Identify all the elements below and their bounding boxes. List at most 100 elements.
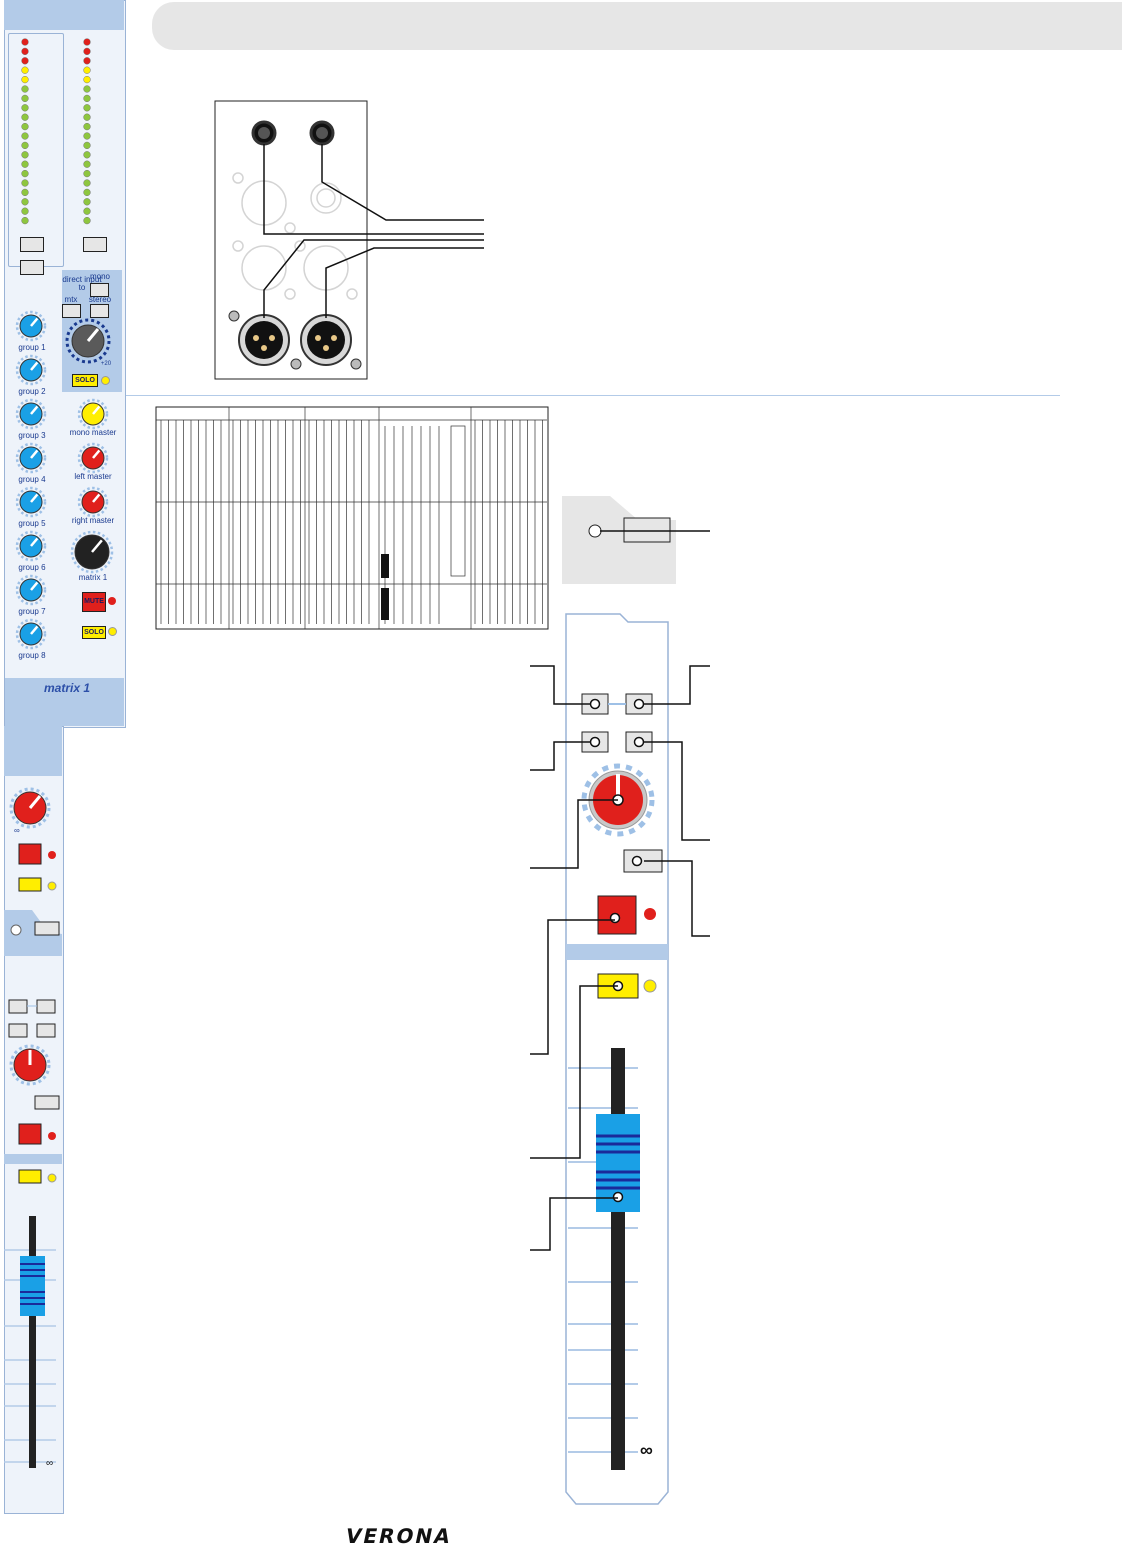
- group-3-knob[interactable]: [15, 398, 47, 430]
- group-7-knob[interactable]: [15, 574, 47, 606]
- divider-line: [124, 395, 1060, 396]
- meter-led: [83, 188, 91, 197]
- right-master-knob[interactable]: [77, 486, 109, 518]
- meter-led: [21, 132, 29, 140]
- meter-led: [83, 141, 91, 150]
- mtx-label: mtx: [64, 295, 78, 304]
- stereo-label: stereo: [88, 295, 112, 304]
- matrix-level-knob[interactable]: [70, 530, 114, 574]
- group-4-label: group 4: [18, 475, 46, 484]
- meter-led: [83, 132, 91, 140]
- meter-led: [21, 66, 29, 74]
- strip-header: [4, 0, 124, 30]
- channel-title-band: [5, 678, 124, 726]
- meter-led: [21, 94, 29, 103]
- group-5-knob[interactable]: [15, 486, 47, 518]
- tab-callout: [562, 496, 710, 584]
- meter-led: [83, 66, 91, 74]
- header-bar: [152, 2, 1122, 50]
- group-4-knob[interactable]: [15, 442, 47, 474]
- group-1-label: group 1: [18, 343, 46, 352]
- meter-led: [83, 198, 91, 206]
- direct-solo-led: [101, 376, 110, 385]
- group-6-label: group 6: [18, 563, 46, 572]
- led-column-right: [83, 38, 91, 225]
- meter-led: [21, 179, 29, 187]
- meter-led: [21, 198, 29, 206]
- svg-text:∞: ∞: [46, 1458, 53, 1469]
- group-2-knob[interactable]: [15, 354, 47, 386]
- meter-select-button-2[interactable]: [20, 260, 44, 275]
- meter-led: [21, 216, 29, 225]
- svg-text:∞: ∞: [14, 826, 20, 835]
- matrix-solo-led: [108, 627, 117, 636]
- meter-led: [21, 160, 29, 168]
- master-knob-label-2: left master: [74, 472, 112, 481]
- mono-master-knob[interactable]: [77, 398, 109, 430]
- meter-led: [21, 141, 29, 150]
- meter-led: [21, 122, 29, 131]
- callout-leaders: [530, 665, 710, 1251]
- direct-mono-button[interactable]: [90, 283, 109, 297]
- group-7-label: group 7: [18, 607, 46, 616]
- direct-input-gain-knob[interactable]: [65, 318, 111, 364]
- gain-end-label: +20: [100, 361, 112, 367]
- matrix-mute-button[interactable]: MUTE: [82, 592, 106, 612]
- meter-select-button-1[interactable]: [20, 237, 44, 252]
- meter-led: [21, 85, 29, 93]
- knob-layer: [15, 310, 114, 650]
- meter-led: [83, 122, 91, 131]
- meter-led: [83, 94, 91, 103]
- group-6-knob[interactable]: [15, 530, 47, 562]
- group-1-knob[interactable]: [15, 310, 47, 342]
- direct-input-label: direct input to: [62, 275, 102, 292]
- meter-led: [83, 179, 91, 187]
- led-column-left: [21, 38, 29, 225]
- meter-led: [83, 85, 91, 93]
- meter-led: [83, 57, 91, 65]
- master-knob-label-1: mono master: [69, 428, 117, 437]
- meter-led: [83, 216, 91, 225]
- meter-led: [83, 75, 91, 84]
- meter-led: [83, 104, 91, 112]
- meter-led: [21, 57, 29, 65]
- group-3-label: group 3: [18, 431, 46, 440]
- group-8-label: group 8: [18, 651, 46, 660]
- meter-led: [21, 38, 29, 46]
- meter-led: [21, 207, 29, 215]
- meter-led: [83, 113, 91, 121]
- direct-stereo-button[interactable]: [90, 304, 109, 318]
- meter-led: [83, 207, 91, 215]
- meter-led: [21, 151, 29, 159]
- meter-led: [21, 188, 29, 197]
- matrix-solo-button[interactable]: SOLO: [82, 626, 106, 639]
- direct-solo-button[interactable]: SOLO: [72, 374, 98, 387]
- meter-select-button-3[interactable]: [83, 237, 107, 252]
- led-meters: [21, 38, 91, 225]
- left-master-knob[interactable]: [77, 442, 109, 474]
- meter-led: [83, 47, 91, 56]
- meter-led: [83, 38, 91, 46]
- channel-title: matrix 1: [44, 681, 91, 695]
- direct-mtx-button[interactable]: [62, 304, 81, 318]
- group-2-label: group 2: [18, 387, 46, 396]
- verona-logo: VERONA: [343, 1524, 455, 1548]
- fader-infinity-label: ∞: [640, 1440, 653, 1460]
- matrix-mute-led: [108, 597, 116, 605]
- group-8-knob[interactable]: [15, 618, 47, 650]
- rear-connector-diagram: [214, 100, 484, 380]
- lower-strip-header: [4, 726, 62, 776]
- console-overview-diagram: [155, 406, 549, 630]
- group-5-label: group 5: [18, 519, 46, 528]
- lower-strip-graphics: ∞ ∞: [4, 787, 62, 1469]
- meter-led: [21, 47, 29, 56]
- master-knob-label-3: right master: [71, 516, 115, 525]
- mono-label: mono: [89, 272, 110, 281]
- meter-led: [21, 113, 29, 121]
- detail-strip: [565, 613, 669, 1505]
- meter-led: [21, 75, 29, 84]
- meter-led: [83, 169, 91, 178]
- master-knob-label-4: matrix 1: [78, 573, 108, 582]
- meter-led: [83, 151, 91, 159]
- meter-led: [21, 169, 29, 178]
